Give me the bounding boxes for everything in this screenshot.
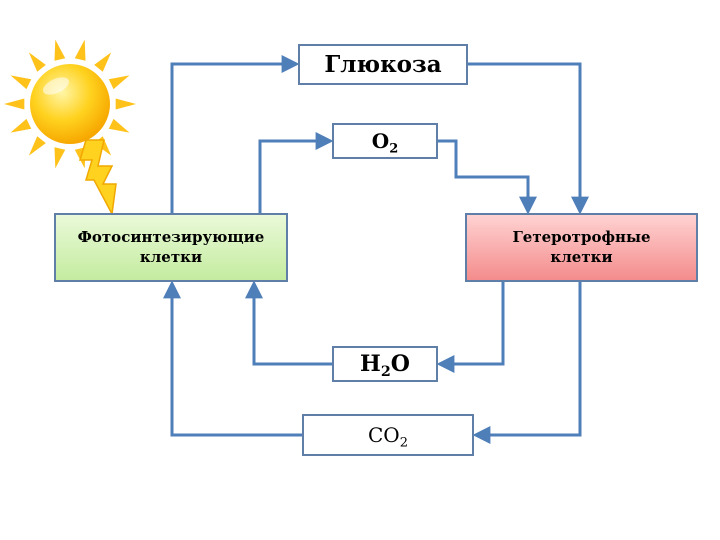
heterotrophic-cells-label: Гетеротрофные клетки bbox=[512, 228, 651, 266]
sun-ray bbox=[28, 52, 46, 72]
sun-ray bbox=[54, 39, 66, 61]
sun-ray bbox=[28, 136, 46, 156]
sun-icon bbox=[4, 39, 136, 169]
arrow-o2-to-hetero bbox=[438, 139, 537, 215]
sun-ray bbox=[54, 147, 66, 169]
sun-ray bbox=[115, 98, 136, 110]
sun-ray bbox=[74, 39, 86, 61]
water-label: H2O bbox=[360, 351, 410, 380]
oxygen-box: O2 bbox=[332, 123, 438, 159]
sun-ray bbox=[10, 118, 32, 133]
glucose-label: Глюкоза bbox=[324, 51, 442, 78]
photosynthetic-cells-label: Фотосинтезирующие клетки bbox=[77, 228, 265, 266]
sun-ray bbox=[94, 52, 112, 72]
sun-ray bbox=[4, 98, 25, 110]
arrow-photo-to-glucose bbox=[170, 55, 300, 213]
arrow-h2o-to-photo bbox=[245, 280, 332, 366]
arrow-hetero-to-co2 bbox=[472, 282, 582, 444]
sun-ray bbox=[10, 75, 32, 90]
sun-ray bbox=[108, 118, 130, 133]
carbon-dioxide-label: CO2 bbox=[368, 423, 408, 451]
arrow-photo-to-o2 bbox=[258, 132, 334, 213]
arrow-glucose-to-hetero bbox=[468, 62, 589, 215]
sun-ray bbox=[108, 75, 130, 90]
arrow-co2-to-photo bbox=[163, 280, 302, 437]
photosynthetic-cells-box: Фотосинтезирующие клетки bbox=[54, 213, 288, 282]
lightning-icon bbox=[78, 139, 117, 217]
heterotrophic-cells-box: Гетеротрофные клетки bbox=[465, 213, 698, 282]
carbon-dioxide-box: CO2 bbox=[302, 414, 474, 456]
arrow-hetero-to-h2o bbox=[436, 282, 505, 373]
water-box: H2O bbox=[332, 346, 438, 382]
glucose-box: Глюкоза bbox=[298, 44, 468, 85]
oxygen-label: O2 bbox=[371, 129, 399, 157]
